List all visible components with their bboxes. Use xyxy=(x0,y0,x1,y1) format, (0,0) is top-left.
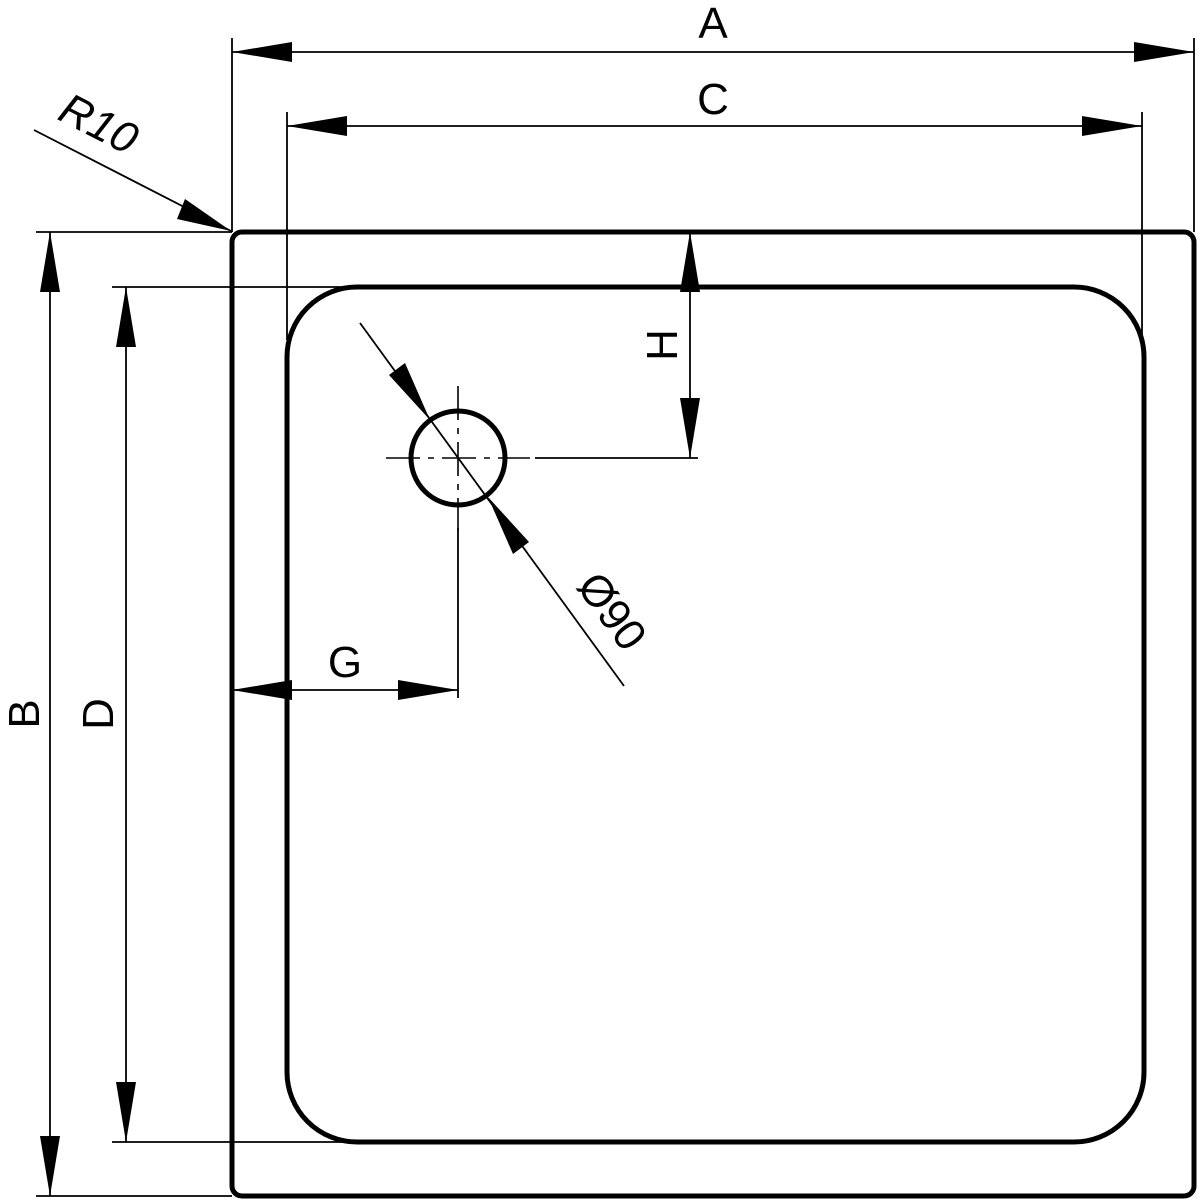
basin-inner-outline xyxy=(284,284,1147,1145)
dimension-diameter: Ø90 xyxy=(359,322,656,687)
dimension-a: A xyxy=(232,0,1194,62)
dimension-d-label: D xyxy=(74,698,123,730)
dimension-h: H xyxy=(638,232,700,458)
dimension-b-label: B xyxy=(0,699,49,728)
extension-lines xyxy=(36,38,1195,1197)
corner-radius-label: R10 xyxy=(51,84,146,165)
dimension-g-label: G xyxy=(328,638,362,687)
dimension-diameter-label: Ø90 xyxy=(567,563,656,659)
tray-outer-outline xyxy=(229,229,1197,1199)
dimension-a-label: A xyxy=(698,0,728,48)
dimension-d: D xyxy=(74,287,136,1142)
dimension-g: G xyxy=(232,638,458,700)
dimension-c: C xyxy=(287,75,1142,136)
dimension-c-label: C xyxy=(697,75,729,124)
dimension-h-label: H xyxy=(638,329,687,361)
dimension-b: B xyxy=(0,232,60,1196)
corner-radius-callout: R10 xyxy=(33,84,232,232)
